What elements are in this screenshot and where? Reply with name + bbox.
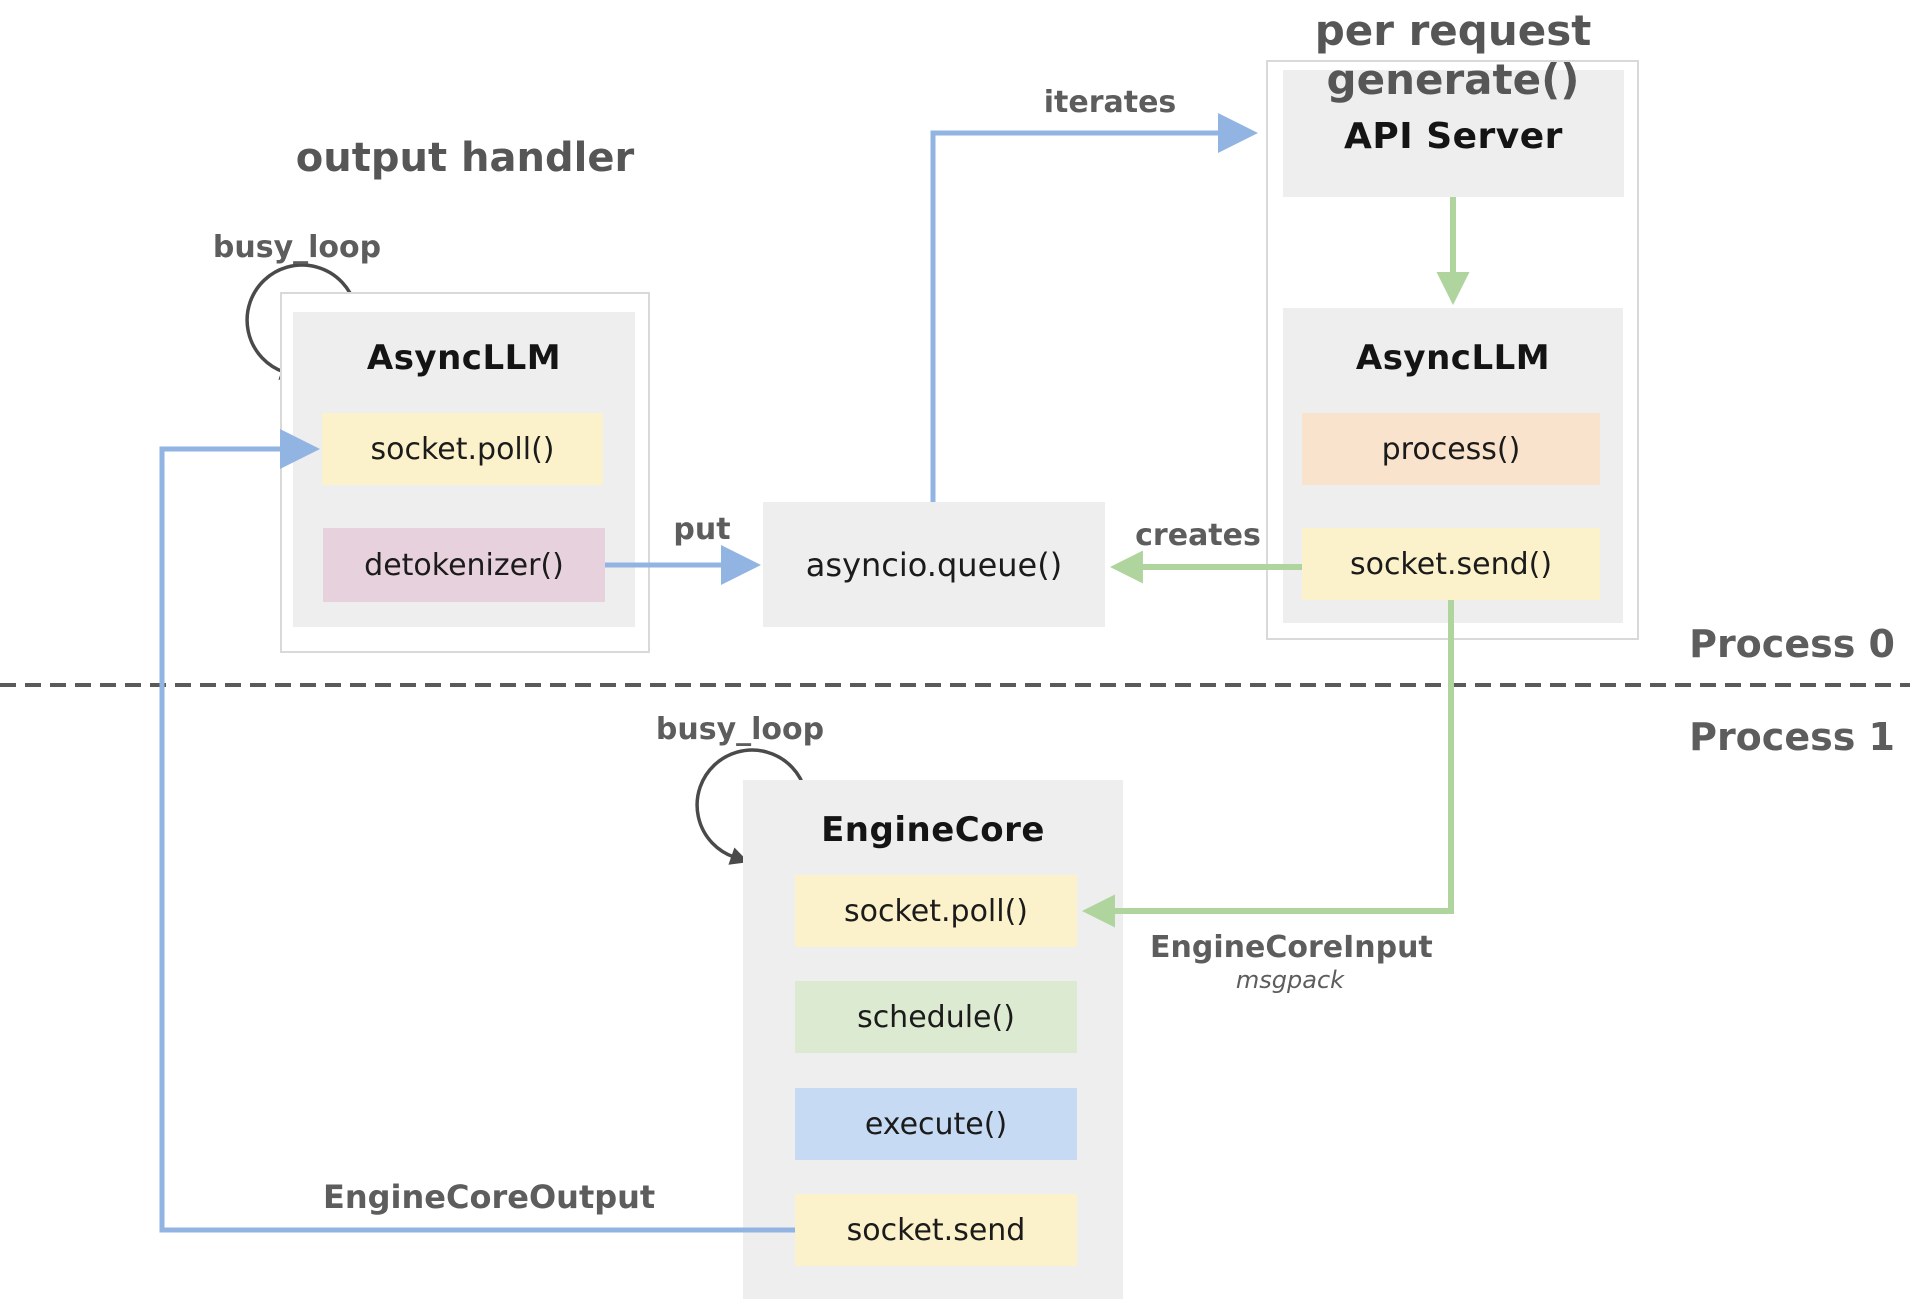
asyncllm-right-process-method: process()	[1302, 413, 1600, 485]
busy-loop-label-bottom: busy_loop	[655, 712, 825, 747]
creates-edge-label: creates	[1135, 518, 1261, 553]
asyncllm-left-socket-poll-method: socket.poll()	[322, 413, 603, 485]
output-handler-title: output handler	[295, 135, 635, 181]
api-server-node	[1283, 70, 1624, 197]
process-1-label: Process 1	[1689, 715, 1895, 759]
iterates-edge-arrow	[930, 113, 1258, 502]
enginecore-output-edge-label: EngineCoreOutput	[323, 1178, 656, 1216]
put-edge-label: put	[673, 512, 731, 547]
asyncllm-left-detokenizer-method: detokenizer()	[323, 528, 605, 602]
asyncllm-right-node-title: AsyncLLM	[1355, 338, 1551, 378]
msgpack-format-label: msgpack	[1235, 966, 1345, 994]
api-server-node-title: API Server	[1344, 116, 1563, 157]
enginecore-socket-poll-method: socket.poll()	[795, 875, 1077, 947]
enginecore-node-title: EngineCore	[821, 810, 1045, 850]
busy-loop-label-top: busy_loop	[212, 230, 382, 265]
iterates-edge-label: iterates	[1043, 85, 1177, 120]
enginecore-schedule-method: schedule()	[795, 981, 1077, 1053]
asyncllm-right-socket-send-method: socket.send()	[1302, 528, 1600, 600]
asyncio-queue-node: asyncio.queue()	[763, 502, 1105, 627]
enginecore-execute-method: execute()	[795, 1088, 1077, 1160]
per-request-generate-title: per request generate()	[1314, 6, 1592, 104]
process-0-label: Process 0	[1689, 622, 1895, 666]
asyncllm-left-node-title: AsyncLLM	[366, 338, 562, 378]
enginecore-input-edge-arrow	[1081, 600, 1454, 928]
enginecore-input-edge-label: EngineCoreInput	[1150, 930, 1433, 965]
enginecore-socket-send-method: socket.send	[795, 1194, 1077, 1266]
